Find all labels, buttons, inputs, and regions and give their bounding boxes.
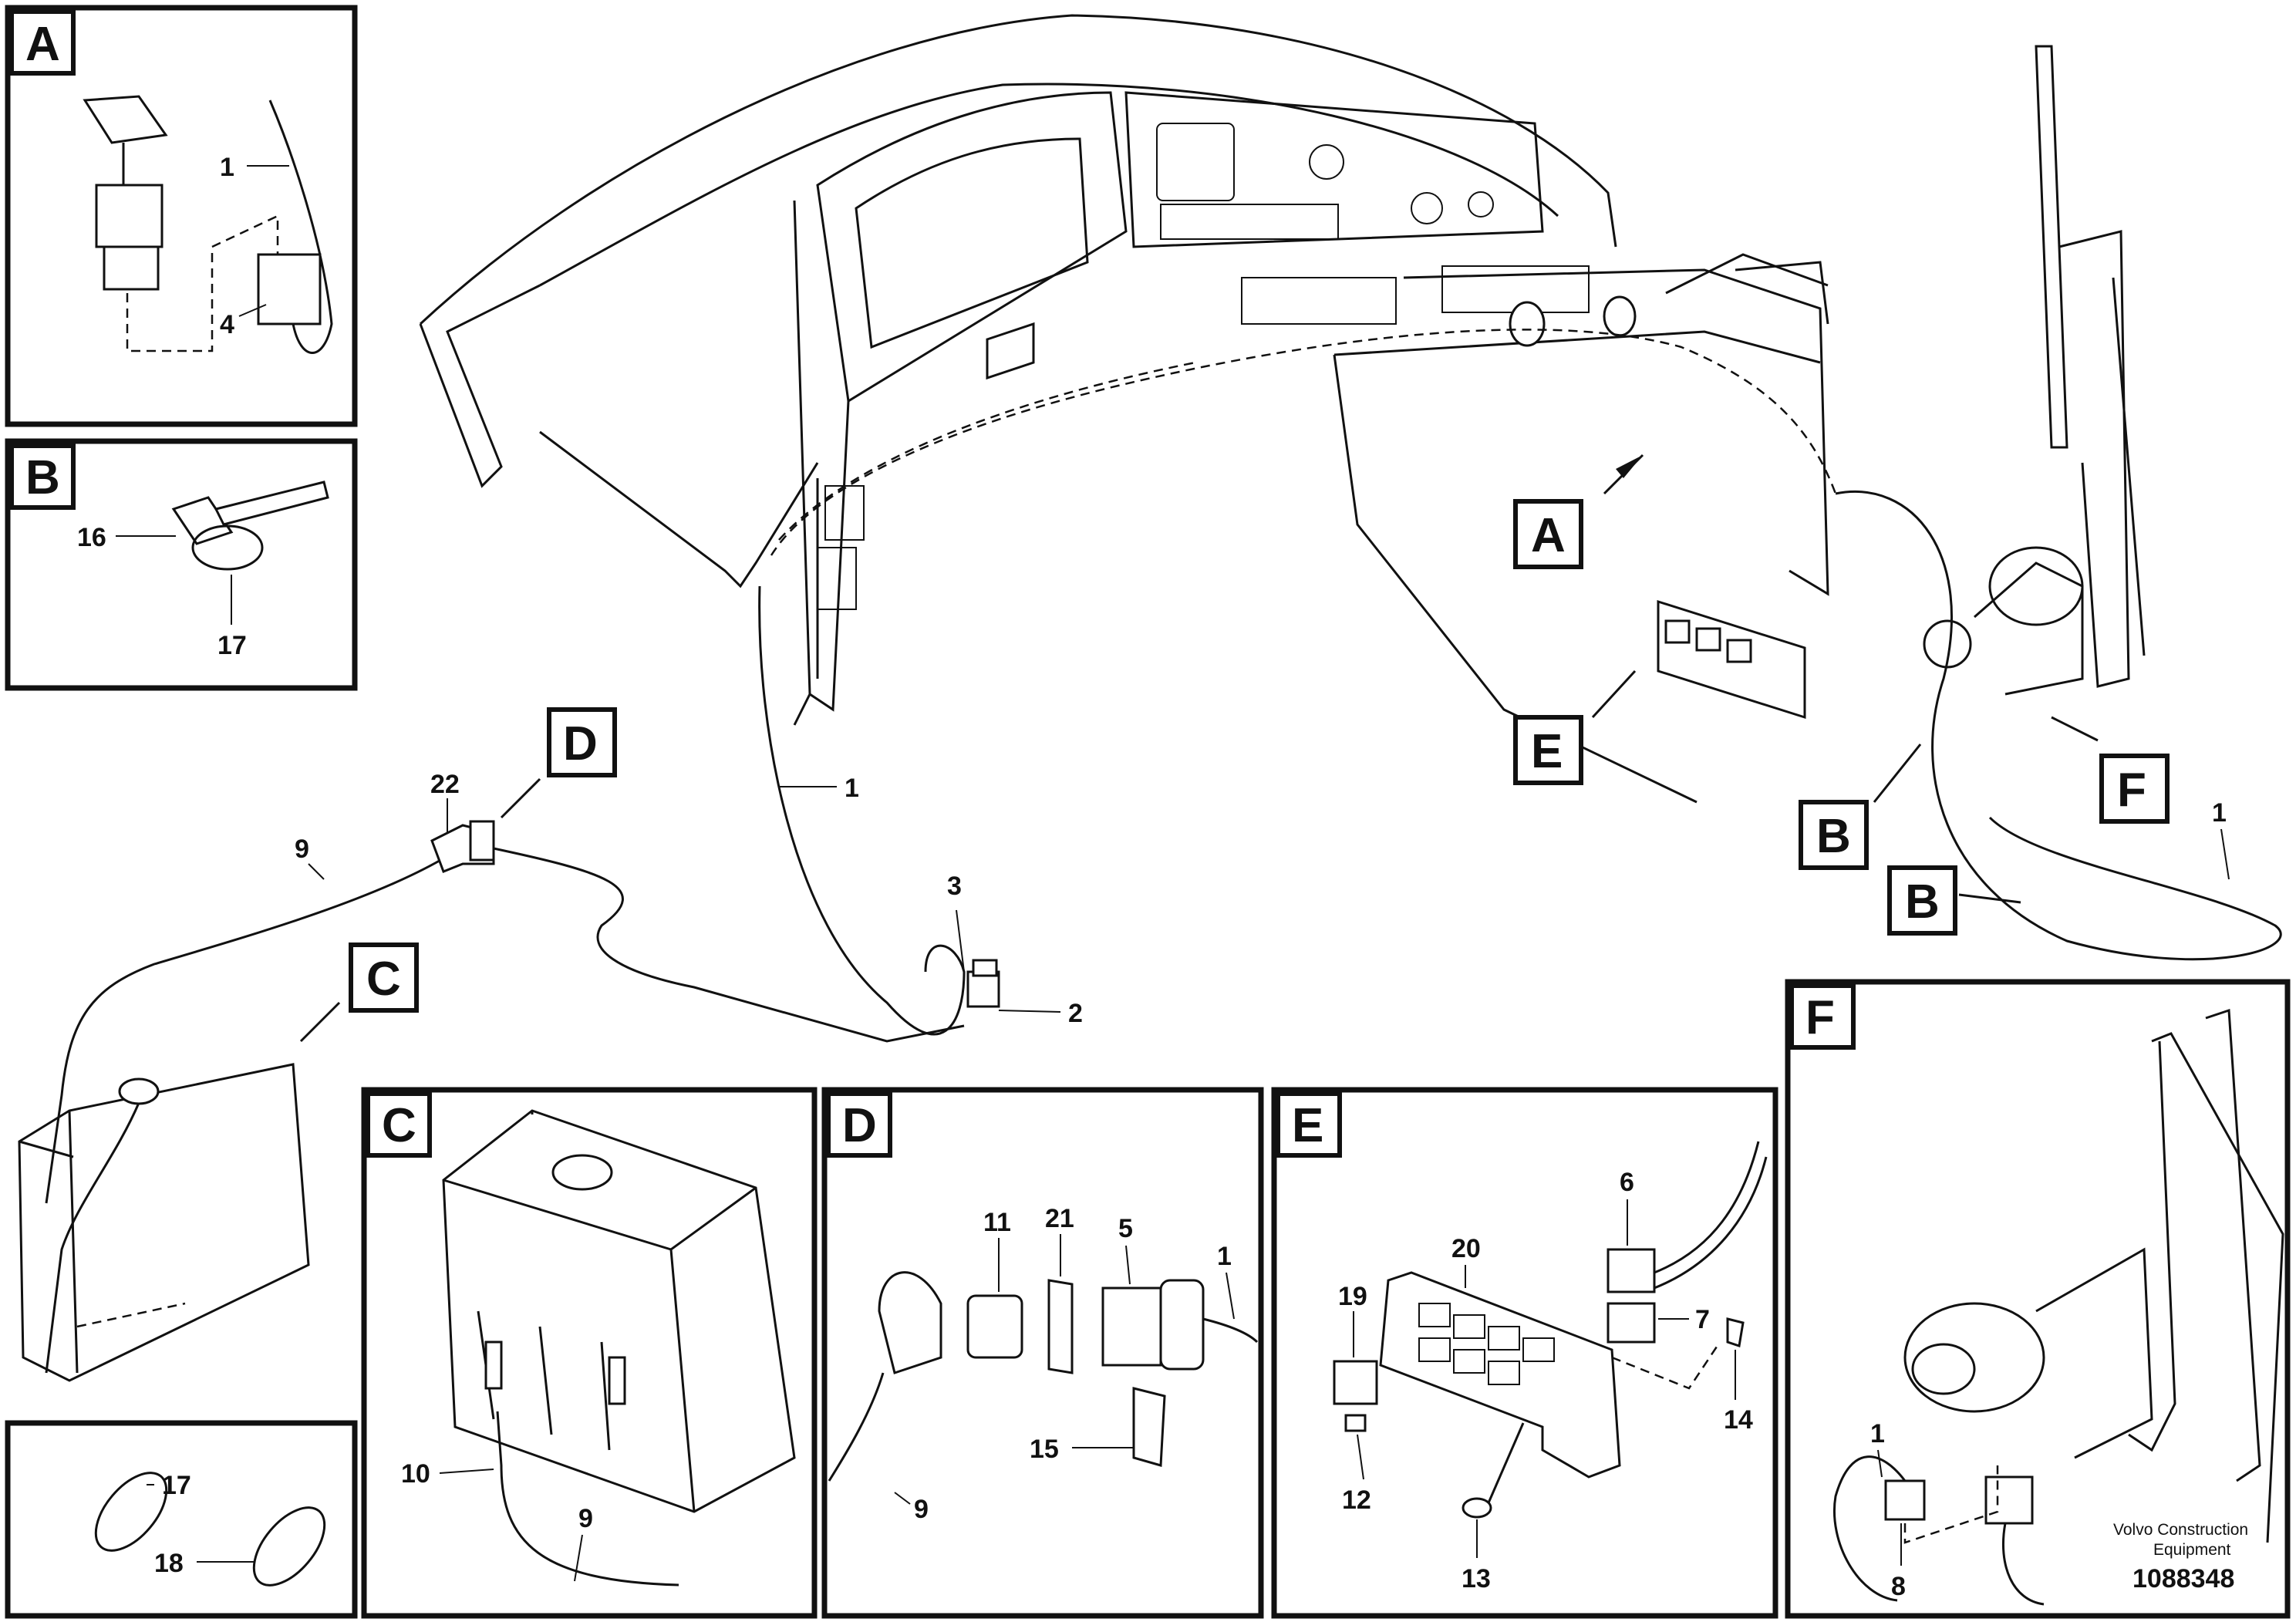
cable-tie-mount-16 [171,496,234,545]
svg-text:D: D [563,717,598,771]
callout-12-E: 12 [1342,1485,1371,1515]
detail-view-A: A 1 4 [5,5,358,427]
callout-1-D: 1 [1217,1242,1232,1271]
connector-4 [257,253,322,325]
elbow-connector-22 [430,820,495,873]
callout-3: 3 [947,872,962,901]
svg-text:C: C [366,953,401,1006]
seal-11 [966,1294,1023,1359]
view-B-title: B [25,451,60,504]
svg-text:B: B [1905,875,1940,929]
view-tag-B-main-2: B [1887,865,2021,936]
elbow-connector [878,1271,942,1374]
dashboard-illustration [419,14,1829,804]
callout-11-D: 11 [983,1208,1011,1237]
rocker-switch [95,184,164,248]
harness-1-right [1835,491,2282,961]
callout-18-ties: 18 [154,1549,184,1578]
callout-1-main-right: 1 [2212,798,2227,828]
screw-13 [1483,1422,1525,1512]
relay-box-main [1657,599,1806,720]
relay-19 [1333,1360,1378,1405]
callout-14-E: 14 [1724,1405,1753,1435]
footer-company-line1: Volvo Construction [2113,1521,2248,1539]
callout-17-ties: 17 [162,1471,191,1500]
view-E-title: E [1292,1099,1323,1152]
callout-2: 2 [1068,999,1083,1028]
svg-text:F: F [2117,764,2146,817]
relay-7 [1607,1302,1656,1344]
relay-6 [1607,1248,1656,1293]
harness-9 [45,855,448,1204]
svg-text:A: A [1531,509,1566,562]
callout-10-C: 10 [401,1459,430,1489]
callout-17-B: 17 [217,631,247,660]
view-F-title: F [1805,991,1835,1044]
callout-9-main: 9 [295,835,309,864]
callout-8-F: 8 [1891,1572,1906,1601]
callout-7-E: 7 [1695,1305,1710,1334]
clip-14 [1726,1317,1745,1347]
fuse-12 [1344,1414,1367,1432]
view-C-title: C [382,1099,416,1152]
callout-4-A: 4 [220,310,234,339]
svg-text:B: B [1816,810,1851,863]
callout-16-B: 16 [77,523,106,552]
footer-company-line2: Equipment [2153,1541,2231,1559]
callout-21-D: 21 [1045,1204,1074,1233]
switch-cap [83,95,168,144]
cable-tie-17 [94,1472,168,1552]
harness-1-left [758,585,966,1036]
detail-view-C: C 10 9 [361,1087,818,1619]
callout-1-F: 1 [1870,1419,1885,1448]
callout-1-A: 1 [220,153,234,182]
detail-view-F: F 1 8 Volvo Construction Equipment 10883… [1785,979,2291,1619]
callout-20-E: 20 [1451,1234,1481,1263]
callout-9-D: 9 [914,1495,929,1524]
svg-text:E: E [1531,725,1563,778]
view-tag-D-main: D [500,707,617,819]
view-tag-B-main-1: B [1799,744,1922,870]
callout-22: 22 [430,770,460,799]
callout-1-main-left: 1 [845,774,859,803]
cable-tie-18 [252,1506,326,1587]
connector-5 [1101,1286,1162,1367]
detail-view-B: B 16 17 [5,438,358,691]
washer-tank [442,1109,796,1513]
relay-bracket-20 [1379,1271,1621,1479]
callout-19-E: 19 [1338,1282,1367,1311]
wiper-assembly [1923,45,2146,696]
view-tag-E-main: E [1513,669,1637,785]
detail-view-D: D 11 21 5 1 15 9 [821,1087,1264,1619]
main-view: 22 9 1 3 2 1 A B B [18,14,2282,1382]
gasket-21 [1047,1279,1074,1374]
connector-8 [1884,1479,1926,1521]
detail-view-ties: 17 18 [5,1420,358,1619]
footer-drawing-number: 1088348 [2132,1564,2234,1593]
detail-view-E: E 6 20 19 7 14 12 13 [1271,1087,1778,1619]
main-callouts: 22 9 1 3 2 1 [295,770,2230,1028]
latch-15 [1132,1387,1166,1467]
washer-tank-main [18,1063,310,1382]
callout-5-D: 5 [1118,1214,1133,1243]
view-tag-A-main: A [1513,454,1644,569]
motor-connector [1984,1475,2034,1525]
callout-15-D: 15 [1030,1435,1059,1464]
view-tag-F-main: F [2051,716,2170,824]
connector-2-3 [966,959,1000,1008]
callout-6-E: 6 [1620,1168,1634,1197]
view-A-title: A [25,18,60,71]
callout-13-E: 13 [1462,1564,1491,1593]
callout-9-C: 9 [578,1504,593,1533]
view-D-title: D [842,1099,877,1152]
view-tag-C-main: C [299,943,419,1043]
